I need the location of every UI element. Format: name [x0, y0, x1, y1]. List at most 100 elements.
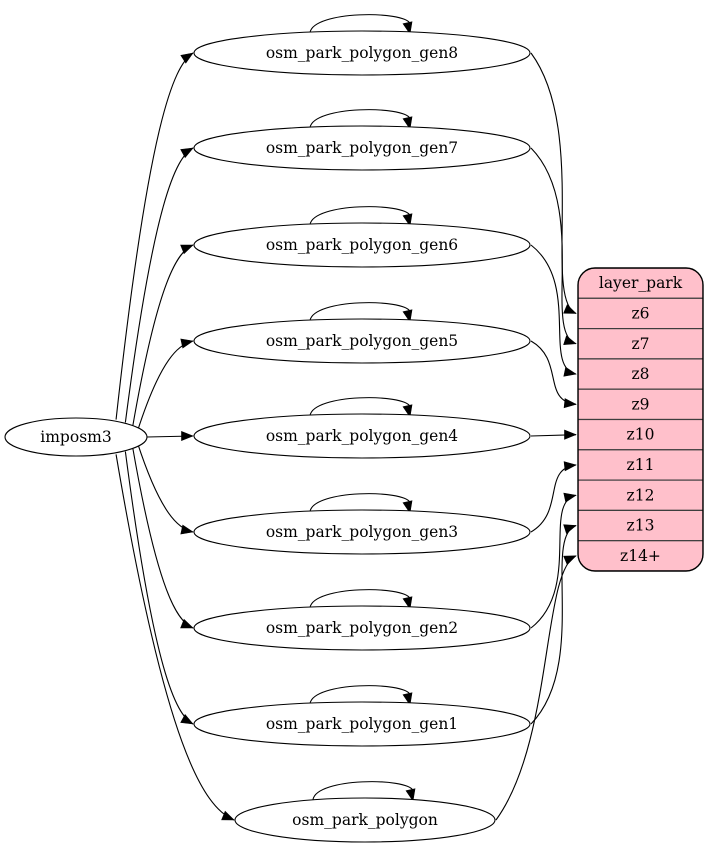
self-loop-edge-osm_park_polygon_gen1	[309, 685, 411, 704]
table-row-label-z6: z6	[631, 304, 649, 322]
self-loop-edge-osm_park_polygon	[312, 781, 414, 800]
edges-layer	[115, 14, 577, 821]
self-loop-arrowhead-osm_park_polygon_gen8	[402, 21, 413, 35]
node-imposm3[interactable]: imposm3	[4, 417, 148, 457]
self-loop-arrowhead-osm_park_polygon	[405, 788, 416, 802]
edge-osm_park_polygon_gen8-to-z6	[530, 52, 577, 314]
node-osm_park_polygon_gen4[interactable]: osm_park_polygon_gen4	[193, 413, 531, 459]
arrowhead-osm_park_polygon_gen2-to-z12	[563, 492, 577, 503]
node-osm_park_polygon_gen8[interactable]: osm_park_polygon_gen8	[193, 30, 531, 76]
node-shape-osm_park_polygon	[234, 797, 496, 843]
arrowhead-imposm3-to-osm_park_polygon_gen8	[180, 52, 194, 64]
self-loop-edge-osm_park_polygon_gen4	[309, 397, 411, 416]
self-loop-arrowhead-osm_park_polygon_gen5	[402, 309, 413, 323]
edge-osm_park_polygon_gen7-to-z7	[530, 147, 577, 345]
arrowhead-osm_park_polygon_gen3-to-z11	[563, 461, 577, 472]
edge-osm_park_polygon_gen1-to-z13	[530, 525, 577, 725]
arrowhead-osm_park_polygon_gen1-to-z13	[563, 524, 577, 534]
table-row-label-z13: z13	[627, 517, 655, 535]
table-cells: layer_park z6 z7 z8 z9 z10 z11 z12 z13 z14+	[578, 268, 703, 571]
self-loop-arrowhead-osm_park_polygon_gen3	[402, 500, 413, 514]
node-label-osm_park_polygon_gen7: osm_park_polygon_gen7	[266, 139, 458, 157]
table-row-z12[interactable]	[578, 479, 703, 512]
node-label-osm_park_polygon_gen1: osm_park_polygon_gen1	[266, 715, 458, 733]
arrowhead-osm_park_polygon-to-z14+	[563, 555, 577, 566]
self-loop-edge-osm_park_polygon_gen2	[309, 589, 411, 608]
table-row-z13[interactable]	[578, 509, 703, 542]
node-shape-osm_park_polygon_gen1	[193, 701, 531, 747]
table-row-label-z11: z11	[627, 456, 655, 474]
node-osm_park_polygon_gen2[interactable]: osm_park_polygon_gen2	[193, 605, 531, 651]
arrowhead-imposm3-to-osm_park_polygon_gen1	[180, 713, 194, 725]
self-loop-edge-osm_park_polygon_gen3	[309, 493, 411, 512]
edge-imposm3-to-osm_park_polygon_gen6	[132, 244, 194, 427]
node-shape-osm_park_polygon_gen3	[193, 509, 531, 555]
self-loop-edge-osm_park_polygon_gen8	[309, 14, 411, 33]
table-row-label-z9: z9	[631, 395, 649, 413]
node-label-osm_park_polygon: osm_park_polygon	[292, 811, 438, 829]
table-row-label-z7: z7	[631, 335, 649, 353]
node-osm_park_polygon_gen1[interactable]: osm_park_polygon_gen1	[193, 701, 531, 747]
edge-imposm3-to-osm_park_polygon_gen5	[136, 340, 194, 432]
table-row-z9[interactable]	[578, 388, 703, 421]
edge-imposm3-to-osm_park_polygon_gen7	[124, 147, 194, 423]
node-label-osm_park_polygon_gen8: osm_park_polygon_gen8	[266, 44, 458, 62]
node-osm_park_polygon_gen7[interactable]: osm_park_polygon_gen7	[193, 125, 531, 171]
node-shape-osm_park_polygon_gen4	[193, 413, 531, 459]
table-header-label: layer_park	[599, 274, 683, 292]
arrowhead-imposm3-to-osm_park_polygon_gen7	[180, 147, 194, 159]
node-shape-osm_park_polygon_gen2	[193, 605, 531, 651]
self-loop-edge-osm_park_polygon_gen6	[309, 206, 411, 225]
node-osm_park_polygon_gen5[interactable]: osm_park_polygon_gen5	[193, 318, 531, 364]
table-row-z11[interactable]	[578, 449, 703, 481]
arrowhead-osm_park_polygon_gen8-to-z6	[563, 304, 577, 314]
table-row-z6[interactable]	[578, 297, 703, 330]
self-loop-edge-osm_park_polygon_gen7	[309, 109, 411, 128]
node-label-osm_park_polygon_gen6: osm_park_polygon_gen6	[266, 236, 458, 254]
self-loop-edge-osm_park_polygon_gen5	[309, 302, 411, 321]
edge-osm_park_polygon-to-z14+	[495, 555, 577, 821]
node-osm_park_polygon_gen3[interactable]: osm_park_polygon_gen3	[193, 509, 531, 555]
arrowhead-imposm3-to-osm_park_polygon_gen6	[180, 244, 194, 255]
edge-imposm3-to-osm_park_polygon_gen2	[132, 447, 194, 629]
edge-imposm3-to-osm_park_polygon_gen3	[136, 442, 194, 533]
node-shape-osm_park_polygon_gen7	[193, 125, 531, 171]
table-row-label-z10: z10	[627, 426, 655, 444]
layer-park-table: layer_park z6 z7 z8 z9 z10 z11 z12 z13 z14+	[577, 267, 704, 572]
arrowhead-imposm3-to-osm_park_polygon_gen5	[180, 338, 194, 349]
table-row-label-z8: z8	[631, 365, 649, 383]
node-osm_park_polygon_gen6[interactable]: osm_park_polygon_gen6	[193, 222, 531, 268]
arrowhead-imposm3-to-osm_park_polygon_gen2	[180, 618, 194, 629]
node-shape-imposm3	[4, 417, 148, 457]
node-label-osm_park_polygon_gen4: osm_park_polygon_gen4	[266, 427, 458, 445]
edge-imposm3-to-osm_park_polygon_gen1	[124, 451, 194, 725]
arrowhead-osm_park_polygon_gen5-to-z9	[563, 398, 577, 409]
table-header-cell	[578, 268, 703, 299]
self-loop-arrowhead-osm_park_polygon_gen2	[402, 596, 413, 610]
self-loop-arrowhead-osm_park_polygon_gen4	[402, 404, 413, 418]
self-loop-arrowhead-osm_park_polygon_gen7	[402, 116, 413, 130]
self-loop-arrowhead-osm_park_polygon_gen1	[402, 692, 413, 706]
node-label-osm_park_polygon_gen5: osm_park_polygon_gen5	[266, 332, 458, 350]
arrowhead-imposm3-to-osm_park_polygon_gen3	[180, 524, 194, 535]
nodes-layer: imposm3 osm_park_polygon_gen8 osm_park_pol…	[4, 30, 531, 843]
node-label-osm_park_polygon_gen2: osm_park_polygon_gen2	[266, 619, 458, 637]
arrowhead-imposm3-to-osm_park_polygon	[221, 810, 235, 821]
node-label-imposm3: imposm3	[40, 428, 111, 446]
node-shape-osm_park_polygon_gen6	[193, 222, 531, 268]
arrowhead-osm_park_polygon_gen6-to-z8	[563, 366, 577, 377]
table-row-label-z12: z12	[627, 486, 655, 504]
table-outline	[577, 267, 704, 572]
node-shape-osm_park_polygon_gen5	[193, 318, 531, 364]
arrowhead-osm_park_polygon_gen4-to-z10	[564, 429, 577, 440]
table-row-label-z14+: z14+	[620, 547, 661, 565]
self-loop-arrowhead-osm_park_polygon_gen6	[402, 213, 413, 227]
node-label-osm_park_polygon_gen3: osm_park_polygon_gen3	[266, 523, 458, 541]
edge-imposm3-to-osm_park_polygon	[115, 454, 235, 821]
table-row-z14+[interactable]	[578, 540, 703, 571]
arrowhead-imposm3-to-osm_park_polygon_gen4	[181, 430, 194, 442]
table-row-z8[interactable]	[578, 358, 703, 390]
node-osm_park_polygon[interactable]: osm_park_polygon	[234, 797, 496, 843]
